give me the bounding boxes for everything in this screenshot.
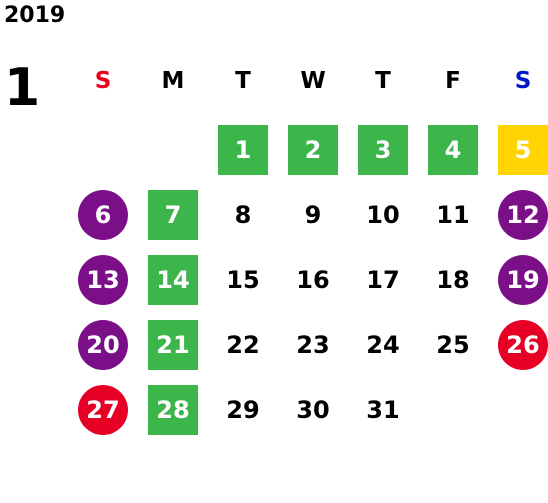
weekday-header-tuesday: T — [235, 68, 251, 94]
day-cell[interactable]: 15 — [226, 266, 260, 294]
day-cell[interactable]: 11 — [436, 201, 470, 229]
day-cell-purple-circle[interactable]: 20 — [78, 320, 128, 370]
day-cell-green-square[interactable]: 21 — [148, 320, 198, 370]
month-number: 1 — [4, 58, 41, 118]
weekday-header-monday: M — [161, 68, 185, 94]
weekday-header-sunday: S — [94, 68, 112, 94]
day-cell[interactable]: 18 — [436, 266, 470, 294]
weekday-header-wednesday: W — [300, 68, 326, 94]
weekday-header-saturday: S — [514, 68, 532, 94]
day-cell[interactable]: 29 — [226, 396, 260, 424]
day-cell-green-square[interactable]: 7 — [148, 190, 198, 240]
day-cell-green-square[interactable]: 2 — [288, 125, 338, 175]
day-cell[interactable]: 31 — [366, 396, 400, 424]
day-cell-yellow-square[interactable]: 5 — [498, 125, 548, 175]
day-cell-green-square[interactable]: 14 — [148, 255, 198, 305]
day-cell-red-circle[interactable]: 26 — [498, 320, 548, 370]
day-cell-purple-circle[interactable]: 12 — [498, 190, 548, 240]
day-cell-green-square[interactable]: 3 — [358, 125, 408, 175]
day-cell[interactable]: 9 — [304, 201, 322, 229]
day-cell[interactable]: 8 — [234, 201, 252, 229]
day-cell[interactable]: 24 — [366, 331, 400, 359]
year-label: 2019 — [4, 3, 66, 28]
weekday-header-friday: F — [445, 68, 461, 94]
day-cell[interactable]: 16 — [296, 266, 330, 294]
day-cell[interactable]: 10 — [366, 201, 400, 229]
day-cell-green-square[interactable]: 28 — [148, 385, 198, 435]
day-cell-purple-circle[interactable]: 13 — [78, 255, 128, 305]
day-cell-purple-circle[interactable]: 19 — [498, 255, 548, 305]
day-cell-red-circle[interactable]: 27 — [78, 385, 128, 435]
day-cell[interactable]: 30 — [296, 396, 330, 424]
weekday-header-thursday: T — [375, 68, 391, 94]
day-cell-green-square[interactable]: 1 — [218, 125, 268, 175]
day-cell[interactable]: 25 — [436, 331, 470, 359]
day-cell-green-square[interactable]: 4 — [428, 125, 478, 175]
day-cell[interactable]: 23 — [296, 331, 330, 359]
day-cell[interactable]: 22 — [226, 331, 260, 359]
day-cell-purple-circle[interactable]: 6 — [78, 190, 128, 240]
day-cell[interactable]: 17 — [366, 266, 400, 294]
